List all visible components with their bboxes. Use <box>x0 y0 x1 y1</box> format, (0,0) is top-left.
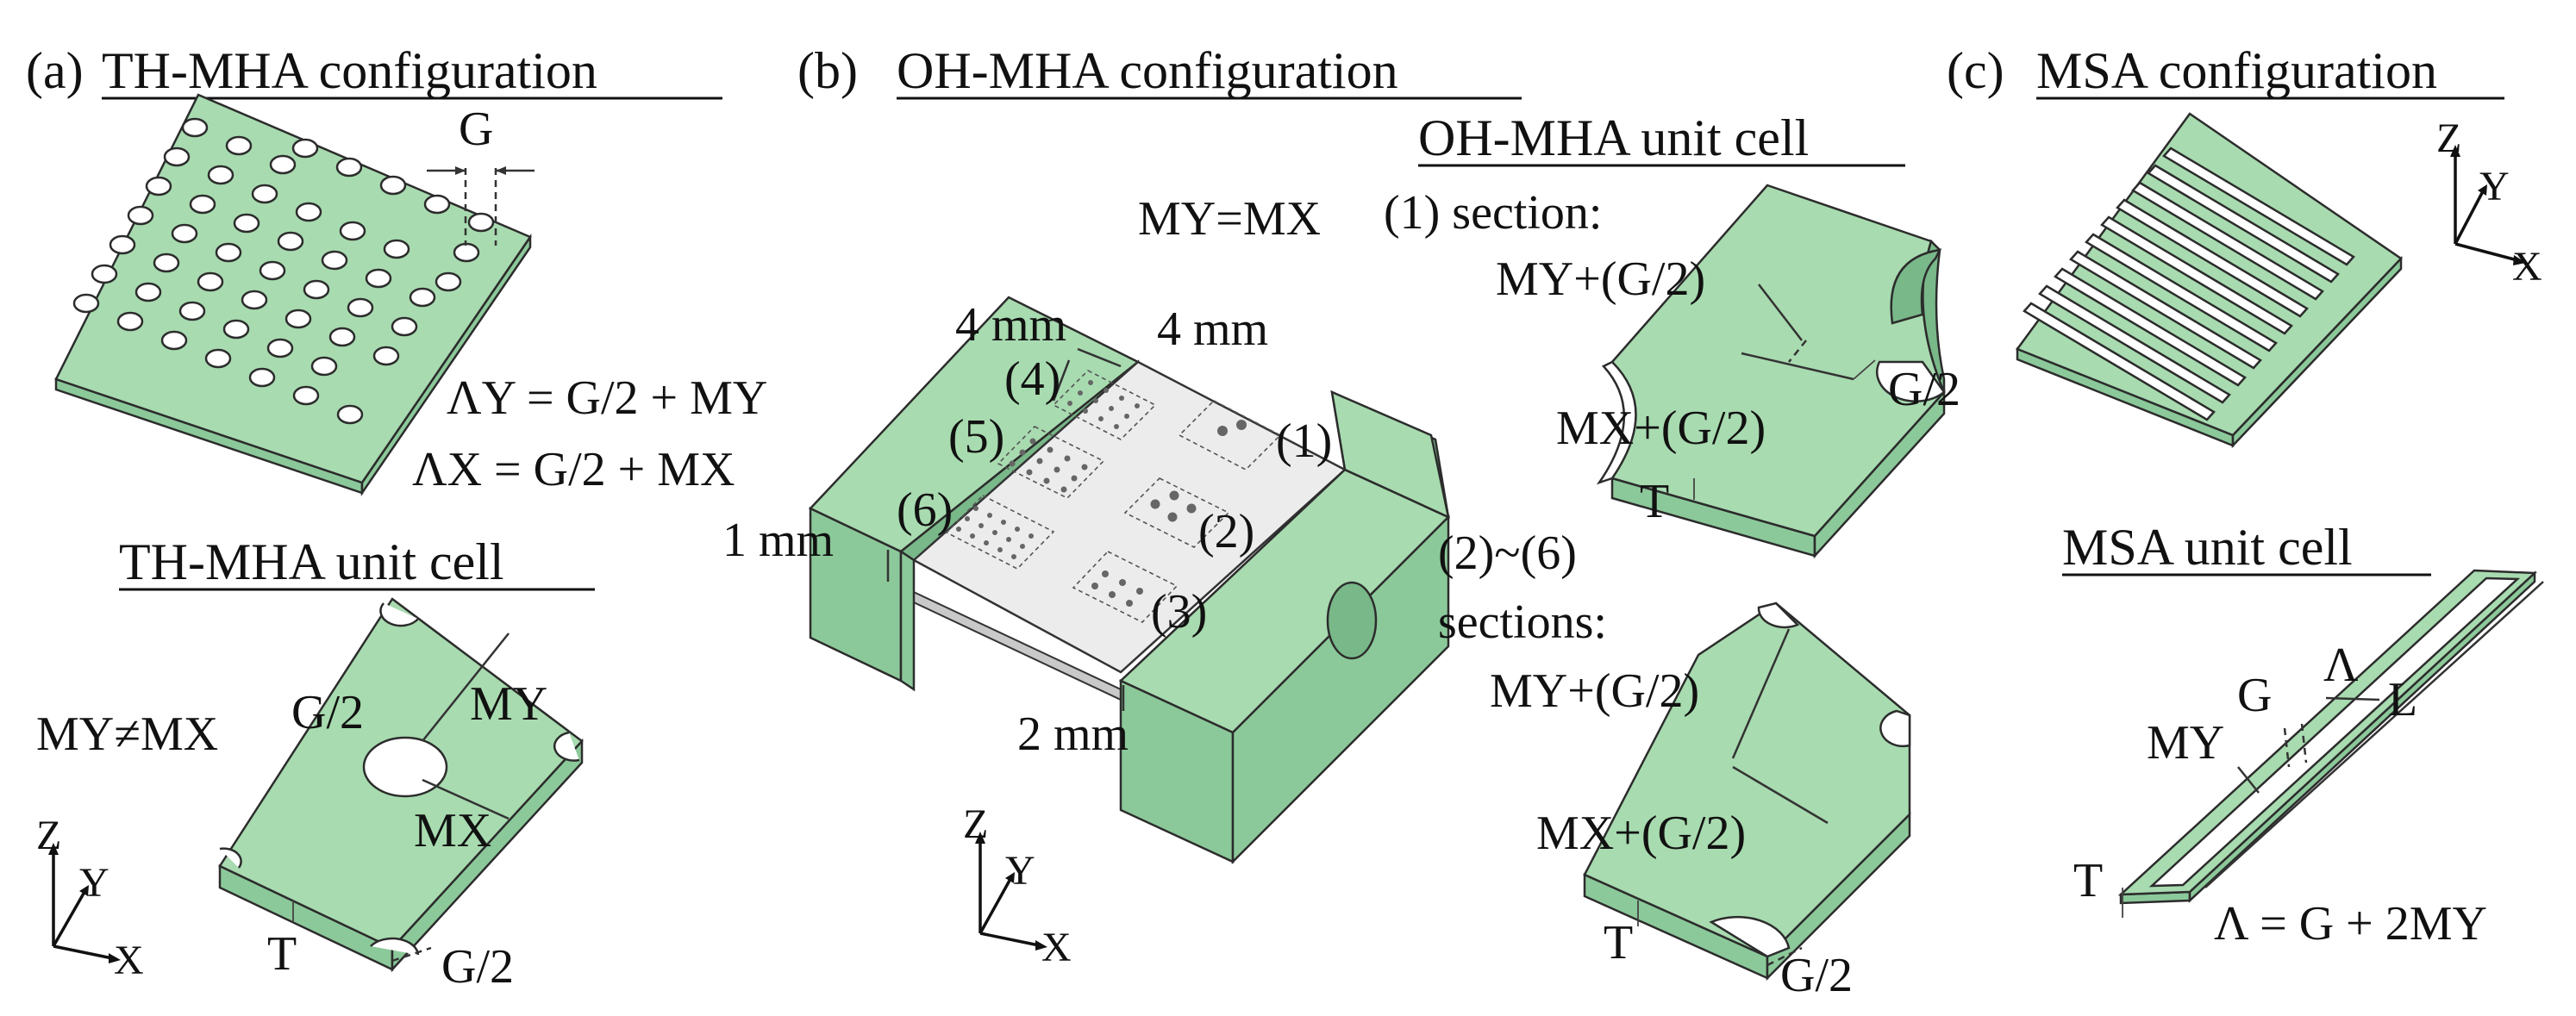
th-mha-holes <box>72 117 495 425</box>
lambda-x-equation: ΛX = G/2 + MX <box>412 443 735 496</box>
axis-a-x: X <box>114 938 144 983</box>
sections-range-label: (2)~(6) <box>1438 527 1577 580</box>
my-label: MY <box>470 677 547 731</box>
section-5-label: (5) <box>948 410 1004 464</box>
panel-c: (c) MSA configuration <box>1947 42 2544 951</box>
msa-unit-cell-title: MSA unit cell <box>2062 519 2353 576</box>
s1-half-g-label: G/2 <box>1888 363 1960 416</box>
half-g-bottom-label: G/2 <box>441 940 514 994</box>
msa-slits <box>2023 146 2355 421</box>
oh-mha-unit-cell-sections2-6 <box>1583 601 1911 982</box>
section1-label: (1) section: <box>1384 186 1602 240</box>
section-6-label: (6) <box>897 483 953 537</box>
s1-mx-dim <box>1741 352 1854 381</box>
s2-mx-dim <box>1732 765 1829 825</box>
s1-t-label: T <box>1640 475 1669 528</box>
dim-4mm-a-label: 4 mm <box>955 298 1066 352</box>
axis-b-x: X <box>1041 925 1072 970</box>
panel-b: (b) OH-MHA configuration MY=MX <box>722 42 1960 1002</box>
half-g-top-label: G/2 <box>291 686 364 739</box>
l-dim-line <box>2204 581 2544 888</box>
sections-label: sections: <box>1438 595 1607 649</box>
panel-c-title: MSA configuration <box>2036 42 2437 99</box>
th-mha-unit-cell-title: TH-MHA unit cell <box>119 533 504 590</box>
g-label-c: G <box>2237 669 2272 722</box>
axis-c-y: Y <box>2479 164 2510 209</box>
my-label-c: MY <box>2147 716 2224 770</box>
my-neq-mx: MY≠MX <box>36 707 218 761</box>
s1-my-label: MY+(G/2) <box>1496 252 1705 306</box>
panel-a: (a) TH-MHA configuration <box>26 42 767 994</box>
oh-mha-unit-cell-section1 <box>1596 184 1946 559</box>
lambda-y-equation: ΛY = G/2 + MY <box>447 371 767 425</box>
s2-mx-label: MX+(G/2) <box>1536 807 1746 860</box>
th-mha-unit-cell <box>218 597 584 973</box>
panel-b-title: OH-MHA configuration <box>897 42 1398 99</box>
th-mha-plate: G <box>54 93 535 497</box>
my-dim-line-c <box>2237 766 2260 794</box>
s2-t-label: T <box>1604 916 1633 969</box>
section-2-label: (2) <box>1198 505 1254 558</box>
mx-label: MX <box>414 804 491 857</box>
s2-half-g-label: G/2 <box>1780 949 1853 1002</box>
axis-b-z: Z <box>963 801 988 847</box>
chip-sections <box>945 370 1282 623</box>
sample-holder <box>808 296 1451 865</box>
section-3-label: (3) <box>1151 585 1207 639</box>
l-label: L <box>2388 673 2417 726</box>
panel-b-prefix: (b) <box>797 42 858 99</box>
oh-mha-unit-cell-title: OH-MHA unit cell <box>1418 109 1809 166</box>
axis-a-y: Y <box>79 860 109 906</box>
lambda-dim-line <box>2325 696 2380 701</box>
s1-my-dim <box>1758 284 1803 341</box>
s1-mx-label: MX+(G/2) <box>1556 402 1766 455</box>
panel-a-prefix: (a) <box>26 42 84 99</box>
axis-c-z: Z <box>2436 115 2461 161</box>
axis-a-z: Z <box>36 813 61 858</box>
dim-4mm-a-line <box>1052 359 1071 402</box>
s2-my-dim <box>1731 628 1791 759</box>
section-4-label: (4) <box>1004 352 1060 406</box>
t-label: T <box>267 927 297 981</box>
g-label: G <box>459 103 493 156</box>
s2-my-label: MY+(G/2) <box>1490 664 1699 718</box>
axis-b-y: Y <box>1005 848 1035 894</box>
my-dim-line <box>422 633 510 742</box>
th-mha-plate-face <box>54 93 532 484</box>
axis-c-x: X <box>2512 244 2542 290</box>
dim-1mm-label: 1 mm <box>722 514 834 567</box>
panel-c-prefix: (c) <box>1947 42 2004 99</box>
dim-4mm-b-label: 4 mm <box>1157 302 1268 356</box>
mx-dim-line <box>422 778 510 820</box>
msa-plate <box>2016 112 2403 449</box>
axis-triad-c: Z Y X <box>2436 115 2542 290</box>
section-1-label: (1) <box>1276 415 1332 468</box>
axis-triad-b: Z Y X <box>963 801 1072 970</box>
dim-2mm-label: 2 mm <box>1017 707 1129 761</box>
axis-triad-a: Z Y X <box>36 813 144 983</box>
lambda-label: Λ <box>2323 639 2359 692</box>
th-mha-unit-cell-hole <box>362 736 448 798</box>
panel-a-title: TH-MHA configuration <box>102 42 597 99</box>
t-label-c: T <box>2073 854 2103 907</box>
dim-4mm-b-line <box>1077 347 1122 368</box>
lambda-equation-c: Λ = G + 2MY <box>2214 897 2487 951</box>
my-eq-mx: MY=MX <box>1138 192 1321 246</box>
msa-unit-cell <box>2117 569 2544 918</box>
